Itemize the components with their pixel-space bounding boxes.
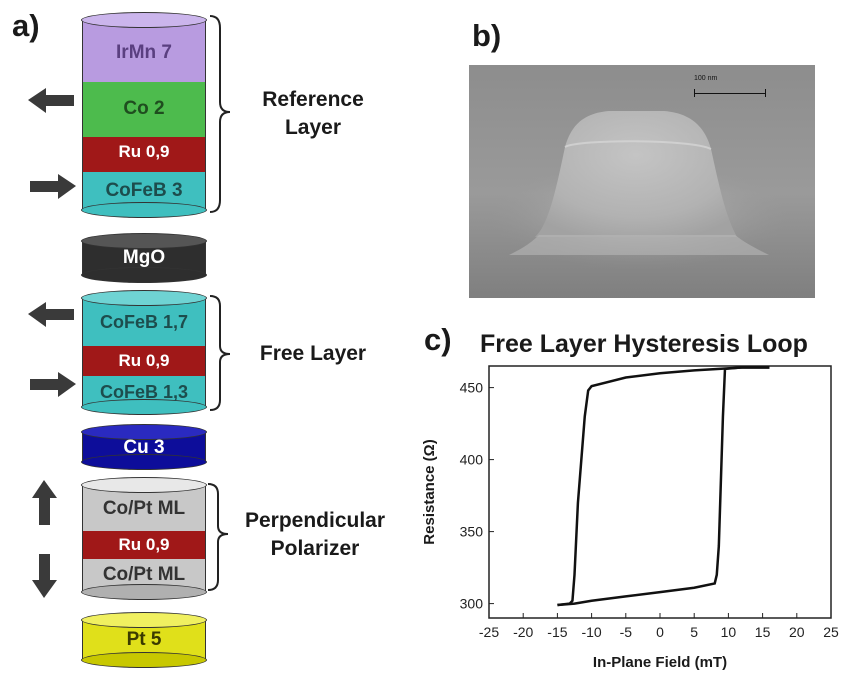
polarizer-label: Perpendicular Polarizer (230, 507, 400, 563)
stack-bottom-edge (81, 652, 207, 668)
polarizer-label-line: Perpendicular (244, 509, 386, 532)
arrow-down-icon (32, 554, 57, 598)
y-tick-label: 400 (460, 452, 484, 468)
reference-label-line: Layer (284, 116, 342, 139)
scale-bar-tick (694, 89, 695, 97)
chart-title: Free Layer Hysteresis Loop (480, 330, 808, 358)
layer-label: Co 2 (123, 98, 165, 119)
stack-top-edge (81, 233, 207, 249)
layer-co (82, 82, 206, 137)
layer-label: CoFeB 1,7 (99, 312, 189, 332)
panel-label-b: b) (472, 18, 502, 53)
y-tick-label: 300 (460, 596, 484, 612)
layer-label: CoFeB 1,3 (99, 382, 189, 402)
x-tick-label: 0 (656, 624, 664, 640)
stack-bottom-edge (81, 399, 207, 415)
polarizer-brace (207, 483, 229, 591)
y-tick-label: 350 (460, 524, 484, 540)
layer-label: IrMn 7 (116, 42, 172, 63)
stack-top-edge (81, 612, 207, 628)
stack-bottom-edge (81, 202, 207, 218)
layer-label: CoFeB 3 (105, 180, 183, 201)
layer-ru-free (82, 346, 206, 376)
panel-label-c: c) (424, 322, 452, 357)
free-layer-label: Free Layer (238, 340, 388, 368)
layer-label: Pt 5 (126, 629, 162, 650)
free-label-line: Free Layer (259, 342, 367, 365)
layer-label: Ru 0,9 (118, 351, 170, 370)
y-axis-label: Resistance (Ω) (421, 439, 438, 544)
polarizer-stack: Co/Pt ML Ru 0,9 Co/Pt ML (81, 477, 207, 600)
x-tick-label: 5 (690, 624, 698, 640)
x-axis-label: In-Plane Field (mT) (593, 654, 727, 671)
x-axis-ticks: -25 -20 -15 -10 -5 0 5 10 15 20 25 (479, 613, 839, 640)
layer-label: Ru 0,9 (118, 142, 170, 161)
stack-top-edge (81, 424, 207, 440)
stack-top-edge (81, 477, 207, 493)
layer-label: Co/Pt ML (102, 564, 186, 585)
x-tick-label: 25 (823, 624, 839, 640)
layer-irmn (82, 20, 206, 82)
layer-label: Co/Pt ML (102, 498, 186, 519)
plot-frame (488, 365, 832, 619)
sem-image: 100 nm (469, 65, 815, 298)
y-tick-label: 450 (460, 380, 484, 396)
reference-label-line: Reference (262, 88, 364, 111)
panel-label-a: a) (12, 8, 40, 43)
scale-bar-label: 100 nm (694, 75, 718, 82)
series-line-0 (557, 366, 770, 607)
x-tick-label: -15 (547, 624, 567, 640)
free-layer-stack: CoFeB 1,7 Ru 0,9 CoFeB 1,3 (81, 290, 207, 415)
sem-micrograph (469, 65, 815, 298)
arrow-up-icon (32, 480, 57, 525)
x-tick-label: 15 (755, 624, 771, 640)
x-tick-label: -10 (581, 624, 601, 640)
layer-label: Ru 0,9 (118, 535, 170, 554)
y-axis-ticks: 300 350 400 450 (460, 380, 494, 612)
stack-bottom-edge (81, 267, 207, 283)
stack-bottom-edge (81, 584, 207, 600)
polarizer-label-line: Polarizer (270, 537, 360, 560)
arrows-and-braces (28, 15, 231, 598)
scale-bar (694, 93, 766, 94)
layer-label: Cu 3 (123, 437, 165, 458)
layer-cofeb-17 (82, 298, 206, 346)
reference-layer-label: Reference Layer (238, 86, 388, 142)
pt-layer-stack: Pt 5 (81, 612, 207, 670)
layer-stack-diagram: IrMn 7 Co 2 Ru 0,9 CoFeB 3 MgO CoFeB 1,7… (0, 0, 420, 673)
free-brace (209, 295, 231, 411)
cu-layer-stack: Cu 3 (81, 424, 207, 470)
arrow-right-icon (30, 174, 76, 199)
arrow-left-icon (28, 302, 74, 327)
mgo-layer-stack: MgO (81, 233, 207, 283)
arrow-right-icon (30, 372, 76, 397)
layer-label: MgO (122, 247, 166, 268)
x-tick-label: 20 (789, 624, 805, 640)
x-tick-label: 10 (721, 624, 737, 640)
arrow-left-icon (28, 88, 74, 113)
x-tick-label: -25 (479, 624, 499, 640)
series-group (557, 366, 770, 607)
reference-brace (209, 15, 231, 213)
x-tick-label: -5 (620, 624, 633, 640)
stack-top-edge (81, 290, 207, 306)
reference-layer-stack: IrMn 7 Co 2 Ru 0,9 CoFeB 3 (81, 12, 207, 218)
layer-ru-ref (82, 137, 206, 172)
series-line-1 (557, 366, 770, 607)
stack-bottom-edge (81, 454, 207, 470)
scale-bar-tick (765, 89, 766, 97)
x-tick-label: -20 (513, 624, 533, 640)
layer-ru-pol (82, 531, 206, 559)
stack-top-edge (81, 12, 207, 28)
